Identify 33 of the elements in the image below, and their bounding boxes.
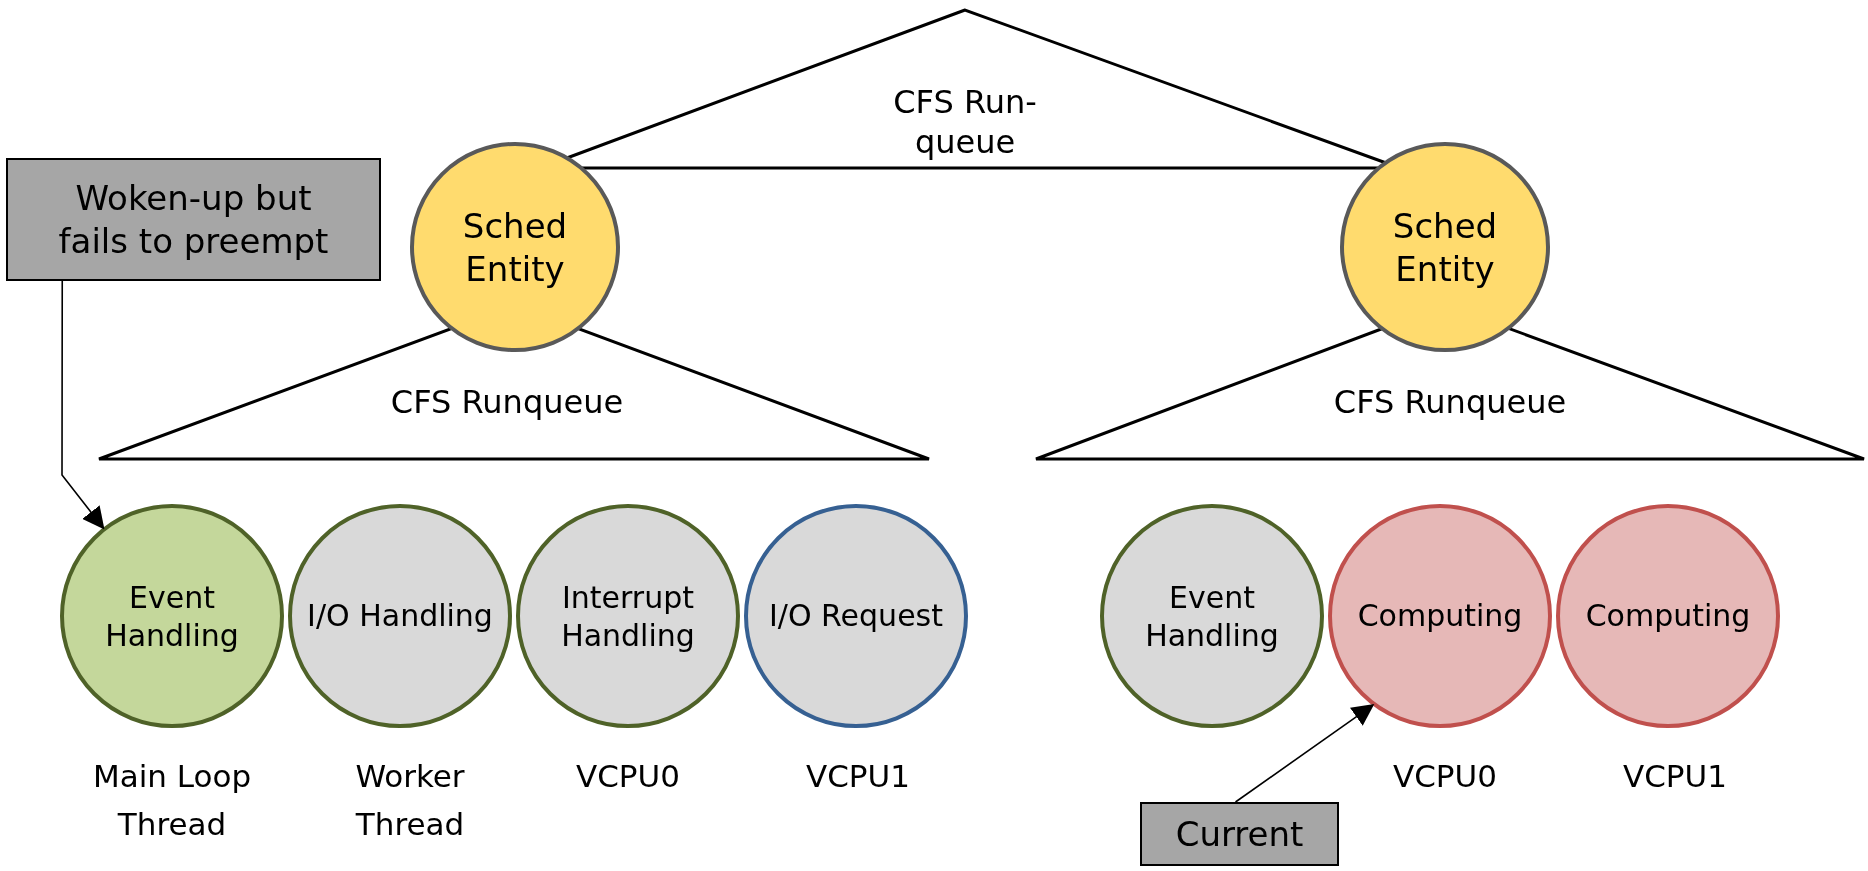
- node-label: Computing: [1584, 597, 1752, 635]
- thread-label: VCPU0: [1392, 757, 1498, 796]
- thread-label: VCPU1: [805, 757, 911, 796]
- callout-box: [1140, 802, 1339, 866]
- task-circle: [288, 504, 512, 728]
- task-circle: [1328, 504, 1552, 728]
- sched-entity-circle: [410, 142, 620, 352]
- thread-label: VCPU0: [575, 757, 681, 796]
- node-label: CFS Runqueue: [1332, 382, 1568, 422]
- node-label: I/O Handling: [306, 597, 494, 635]
- node-label: Computing: [1356, 597, 1524, 635]
- node-label: Sched Entity: [461, 204, 569, 290]
- arrow: [61, 280, 105, 530]
- node-label: Event Handling: [104, 578, 240, 654]
- node-label: Event Handling: [1144, 578, 1280, 654]
- node-label: I/O Request: [768, 597, 944, 635]
- task-circle: [744, 504, 968, 728]
- thread-label: Main Loop Thread: [91, 757, 253, 844]
- node-label: CFS Runqueue: [389, 382, 625, 422]
- sched-entity-circle: [1340, 142, 1550, 352]
- task-circle: [1556, 504, 1780, 728]
- node-label: Interrupt Handling: [560, 578, 696, 654]
- node-label: Sched Entity: [1391, 204, 1499, 290]
- callout-text: Current: [1175, 812, 1304, 856]
- task-circle: [1100, 504, 1324, 728]
- node-label: CFS Run-queue: [892, 82, 1038, 162]
- callout-box: [6, 158, 381, 281]
- task-circle: [60, 504, 284, 728]
- callout-text: Woken-up but fails to preempt: [57, 177, 330, 262]
- arrow: [1234, 704, 1375, 803]
- thread-label: Worker Thread: [354, 757, 466, 844]
- task-circle: [516, 504, 740, 728]
- thread-label: VCPU1: [1622, 757, 1728, 796]
